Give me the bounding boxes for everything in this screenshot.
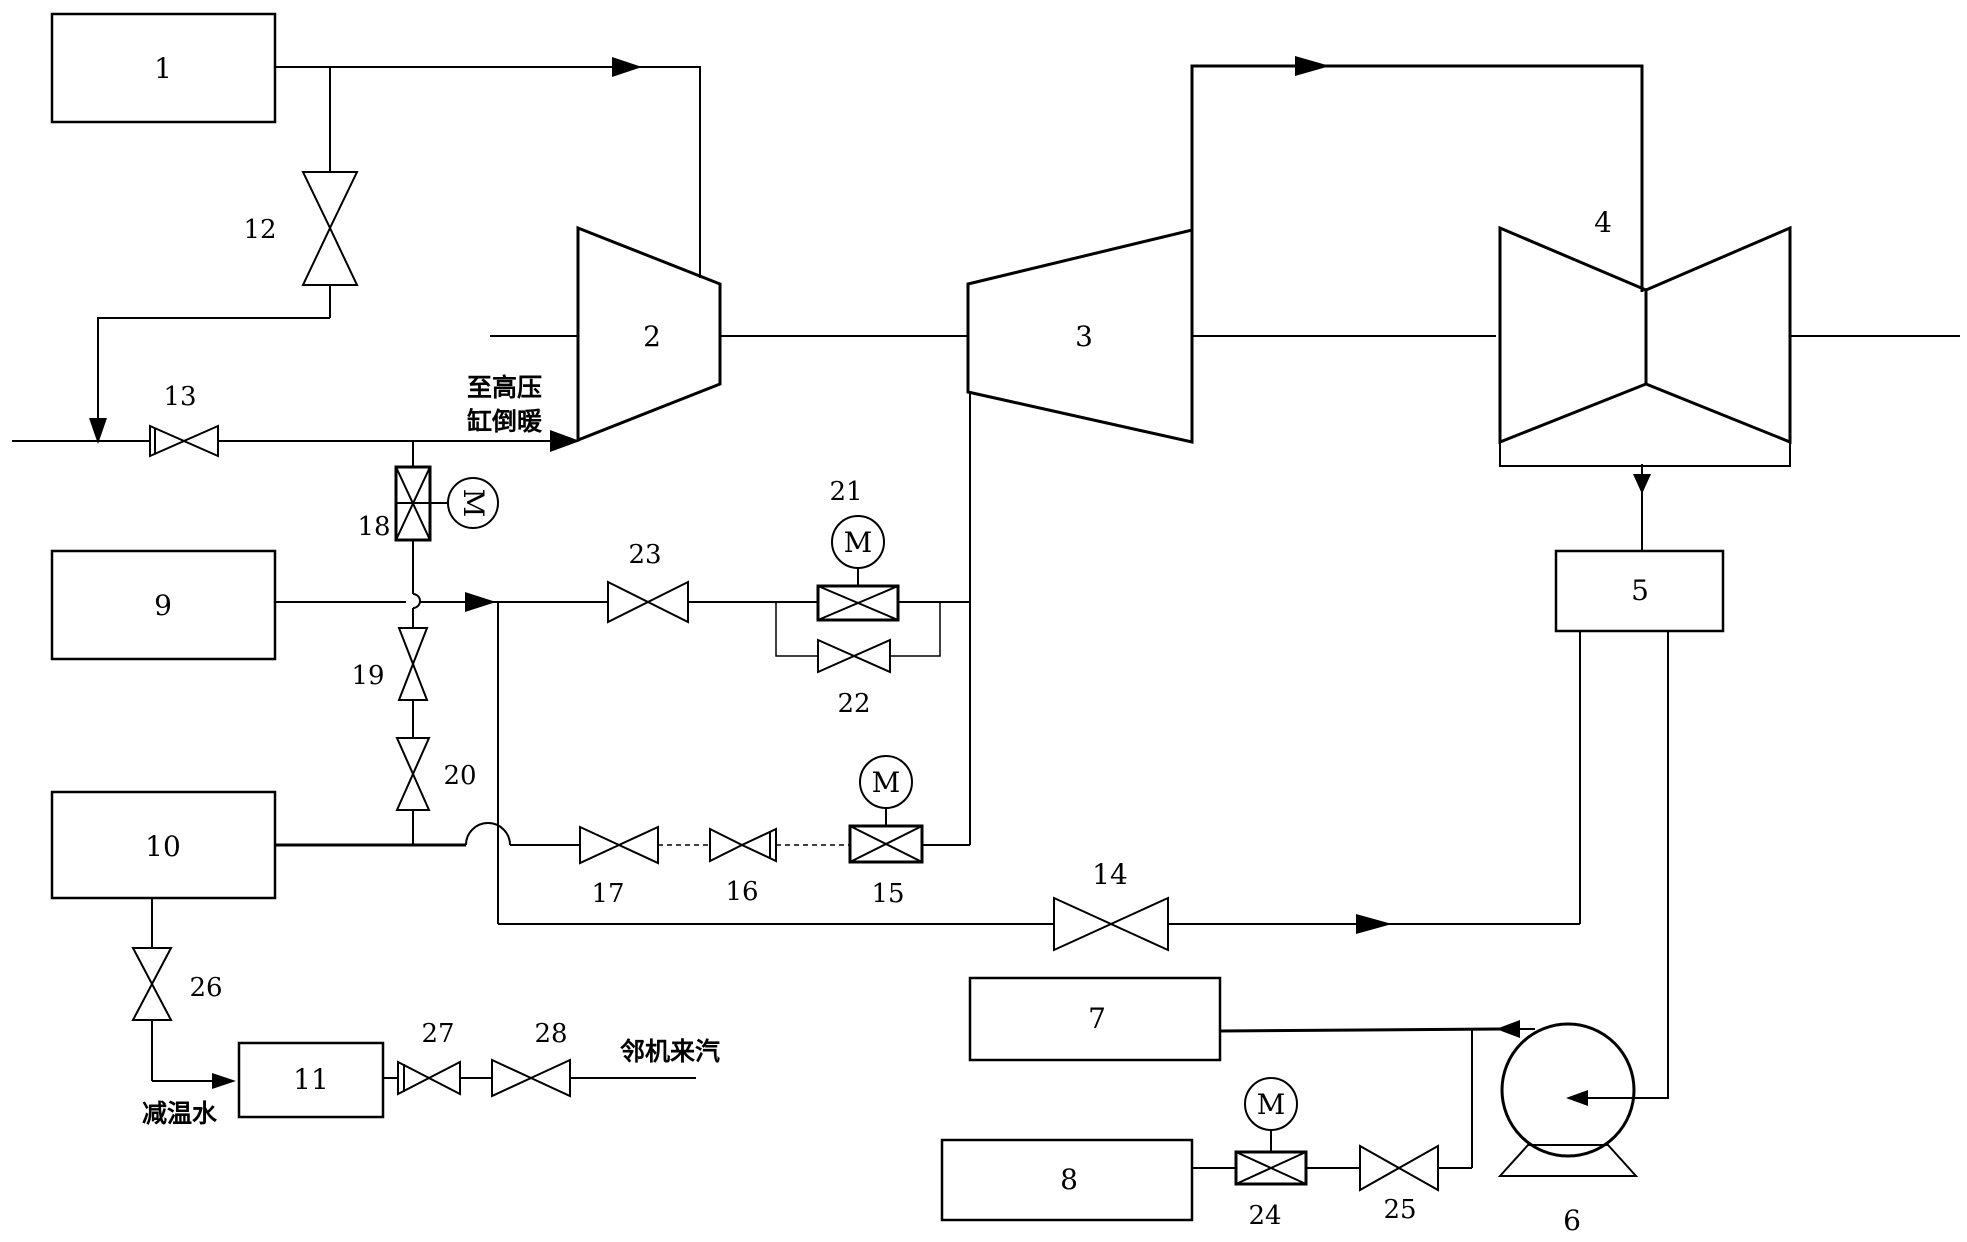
valve-27-label: 27 xyxy=(421,1019,454,1049)
valve-23 xyxy=(608,582,648,622)
arrow-icon xyxy=(212,1073,236,1089)
component-6-label: 6 xyxy=(1563,1204,1581,1237)
motor-15-symbol: M xyxy=(872,766,901,799)
valve-19 xyxy=(399,628,427,700)
component-5-label: 5 xyxy=(1631,574,1649,607)
component-2-label: 2 xyxy=(643,320,661,353)
arrow-icon xyxy=(1496,1020,1520,1038)
motor-18-symbol: M xyxy=(457,489,490,518)
valve-23-label: 23 xyxy=(628,540,661,570)
valve-15-label: 15 xyxy=(871,879,904,909)
component-1-label: 1 xyxy=(154,52,172,85)
valve-16-label: 16 xyxy=(725,877,758,907)
valve-18-label: 18 xyxy=(357,512,390,542)
component-9-label: 9 xyxy=(154,589,172,622)
component-3-label: 3 xyxy=(1075,320,1093,353)
lp-exhaust-hood xyxy=(1500,442,1790,466)
valve-14-label: 14 xyxy=(1092,858,1128,891)
valve-25-label: 25 xyxy=(1383,1195,1416,1225)
component-8-label: 8 xyxy=(1060,1163,1078,1196)
neighbor-steam-label: 邻机来汽 xyxy=(620,1037,720,1066)
valve-12-label: 12 xyxy=(243,215,276,245)
arrow-icon xyxy=(1633,474,1651,494)
arrow-icon xyxy=(1295,56,1330,76)
valve-27 xyxy=(398,1062,429,1094)
valve-21-label: 21 xyxy=(829,477,862,507)
component-11-label: 11 xyxy=(293,1063,329,1096)
component-4-label: 4 xyxy=(1594,206,1612,239)
valve-17-half xyxy=(619,827,658,863)
pump-6: 6 xyxy=(1500,1024,1636,1237)
component-7-label: 7 xyxy=(1088,1002,1106,1035)
component-10-label: 10 xyxy=(145,830,181,863)
valve-28-half xyxy=(531,1060,570,1096)
valve-22-label: 22 xyxy=(837,689,870,719)
valve-13-label: 13 xyxy=(163,382,196,412)
valve-19-label: 19 xyxy=(351,661,384,691)
lp-cylinder-left xyxy=(1500,228,1646,442)
motor-21-symbol: M xyxy=(844,526,873,559)
valve-14 xyxy=(1054,898,1111,950)
valve-25-half xyxy=(1399,1146,1438,1190)
valve-20-label: 20 xyxy=(443,761,476,791)
arrow-icon xyxy=(1566,1090,1588,1106)
motor-24-symbol: M xyxy=(1257,1088,1286,1121)
valve-28 xyxy=(492,1060,531,1096)
valve-14-half xyxy=(1111,898,1168,950)
valve-24-label: 24 xyxy=(1248,1201,1281,1231)
arrow-icon xyxy=(612,57,642,77)
valve-25 xyxy=(1360,1146,1399,1190)
valve-20 xyxy=(397,738,429,810)
hp-backwarm-label-line1: 至高压 xyxy=(467,373,542,402)
arrow-icon xyxy=(1356,914,1392,934)
valve-13-half xyxy=(184,426,218,456)
valve-27-half xyxy=(429,1062,460,1094)
valve-26-label: 26 xyxy=(189,973,222,1003)
hp-backwarm-label-line2: 缸倒暖 xyxy=(467,407,543,436)
valve-16 xyxy=(710,829,742,861)
arrow-icon xyxy=(465,592,496,612)
valve-17 xyxy=(580,827,619,863)
valve-28-label: 28 xyxy=(534,1019,567,1049)
valve-17-label: 17 xyxy=(591,879,624,909)
valve-12 xyxy=(303,172,357,285)
lp-cylinder-right xyxy=(1646,228,1790,442)
valve-23-half xyxy=(648,582,688,622)
valve-22-half xyxy=(854,640,890,672)
valve-26 xyxy=(133,948,171,1020)
arrow-icon xyxy=(550,430,580,452)
desuperheat-water-label: 减温水 xyxy=(142,1099,218,1128)
valve-22 xyxy=(818,640,854,672)
